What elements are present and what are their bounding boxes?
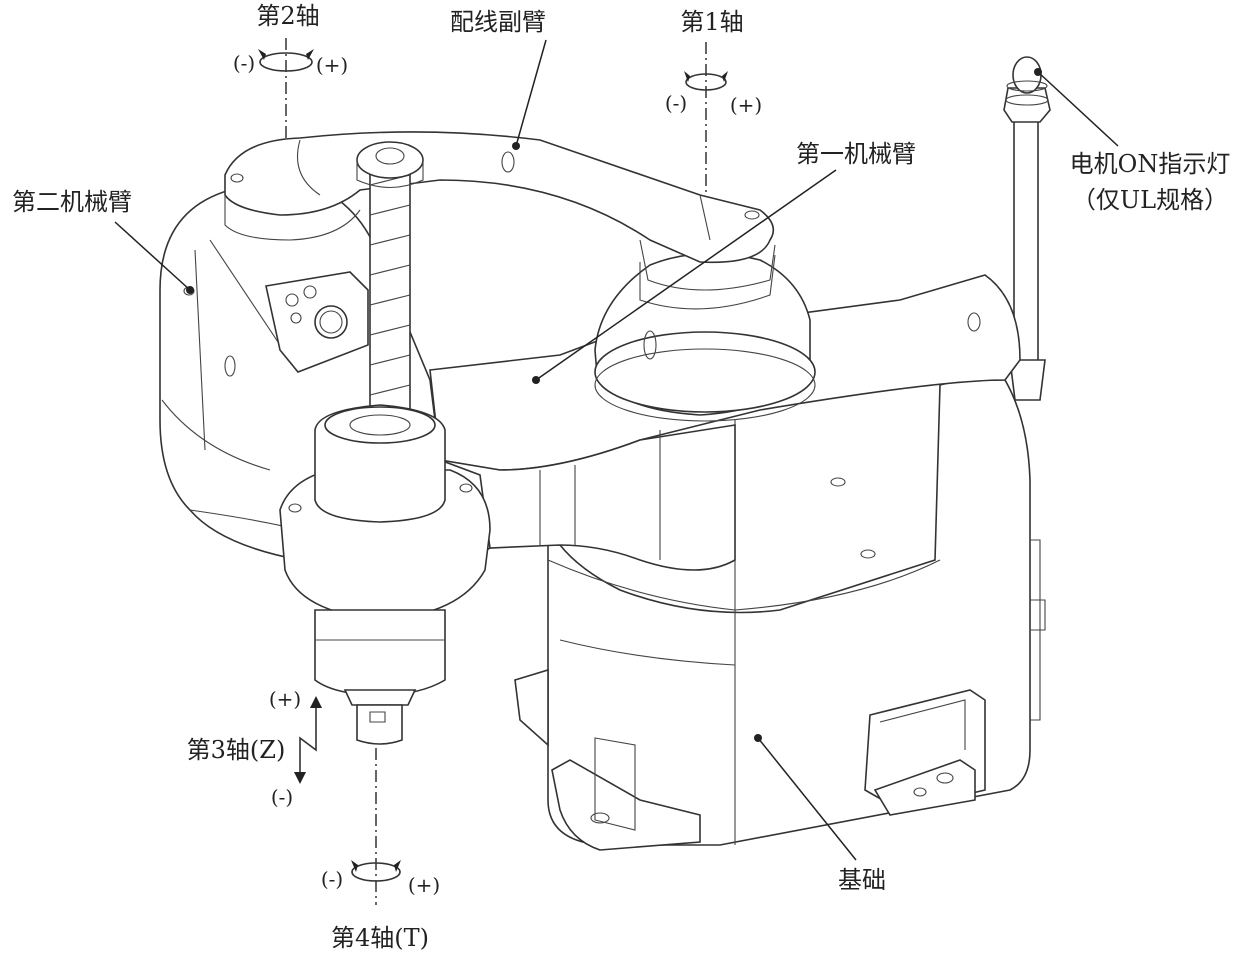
axis1-plus-sign: (+) xyxy=(730,93,762,117)
axis3-zigzag-arrow xyxy=(294,696,322,784)
axis4-rotation-arrow xyxy=(351,860,401,882)
axis1-minus-sign: (-) xyxy=(665,91,687,115)
motor-on-lamp xyxy=(1003,56,1051,401)
robot-drawing xyxy=(159,56,1051,851)
motor-on-lamp-label-line1: 电机ON指示灯 xyxy=(1070,150,1231,178)
axis4-label: 第4轴(T) xyxy=(331,924,429,952)
axis4-minus-sign: (-) xyxy=(321,867,343,891)
axis2-plus-sign: (+) xyxy=(316,53,348,77)
axis3-minus-sign: (-) xyxy=(271,785,293,809)
axis2-rotation-arrow xyxy=(258,49,314,72)
sub-arm-label: 配线副臂 xyxy=(450,8,546,36)
axis2-minus-sign: (-) xyxy=(233,51,255,75)
axis-centerlines xyxy=(285,38,707,905)
axis1-rotation-arrow xyxy=(684,71,728,91)
labels: 第2轴 (-) (+) 配线副臂 第1轴 (-) (+) 电机ON指示灯 （仅U… xyxy=(12,2,1230,952)
arm-connector-panel xyxy=(265,271,369,373)
base-label: 基础 xyxy=(838,866,886,894)
axis3-label: 第3轴(Z) xyxy=(187,736,286,764)
second-arm-label: 第二机械臂 xyxy=(12,188,132,216)
joint1-hub xyxy=(594,252,816,422)
axis2-label: 第2轴 xyxy=(256,2,319,30)
motor-on-lamp-label-line2: （仅UL规格） xyxy=(1072,186,1228,214)
axis4-plus-sign: (+) xyxy=(408,873,440,897)
base-body xyxy=(514,379,1046,851)
axis3-plus-sign: (+) xyxy=(269,687,301,711)
joint34-head xyxy=(279,404,491,745)
ball-screw-shaft xyxy=(356,141,424,441)
axis1-label: 第1轴 xyxy=(680,8,743,36)
first-arm-label: 第一机械臂 xyxy=(796,140,916,168)
leader-lines xyxy=(114,39,1119,861)
